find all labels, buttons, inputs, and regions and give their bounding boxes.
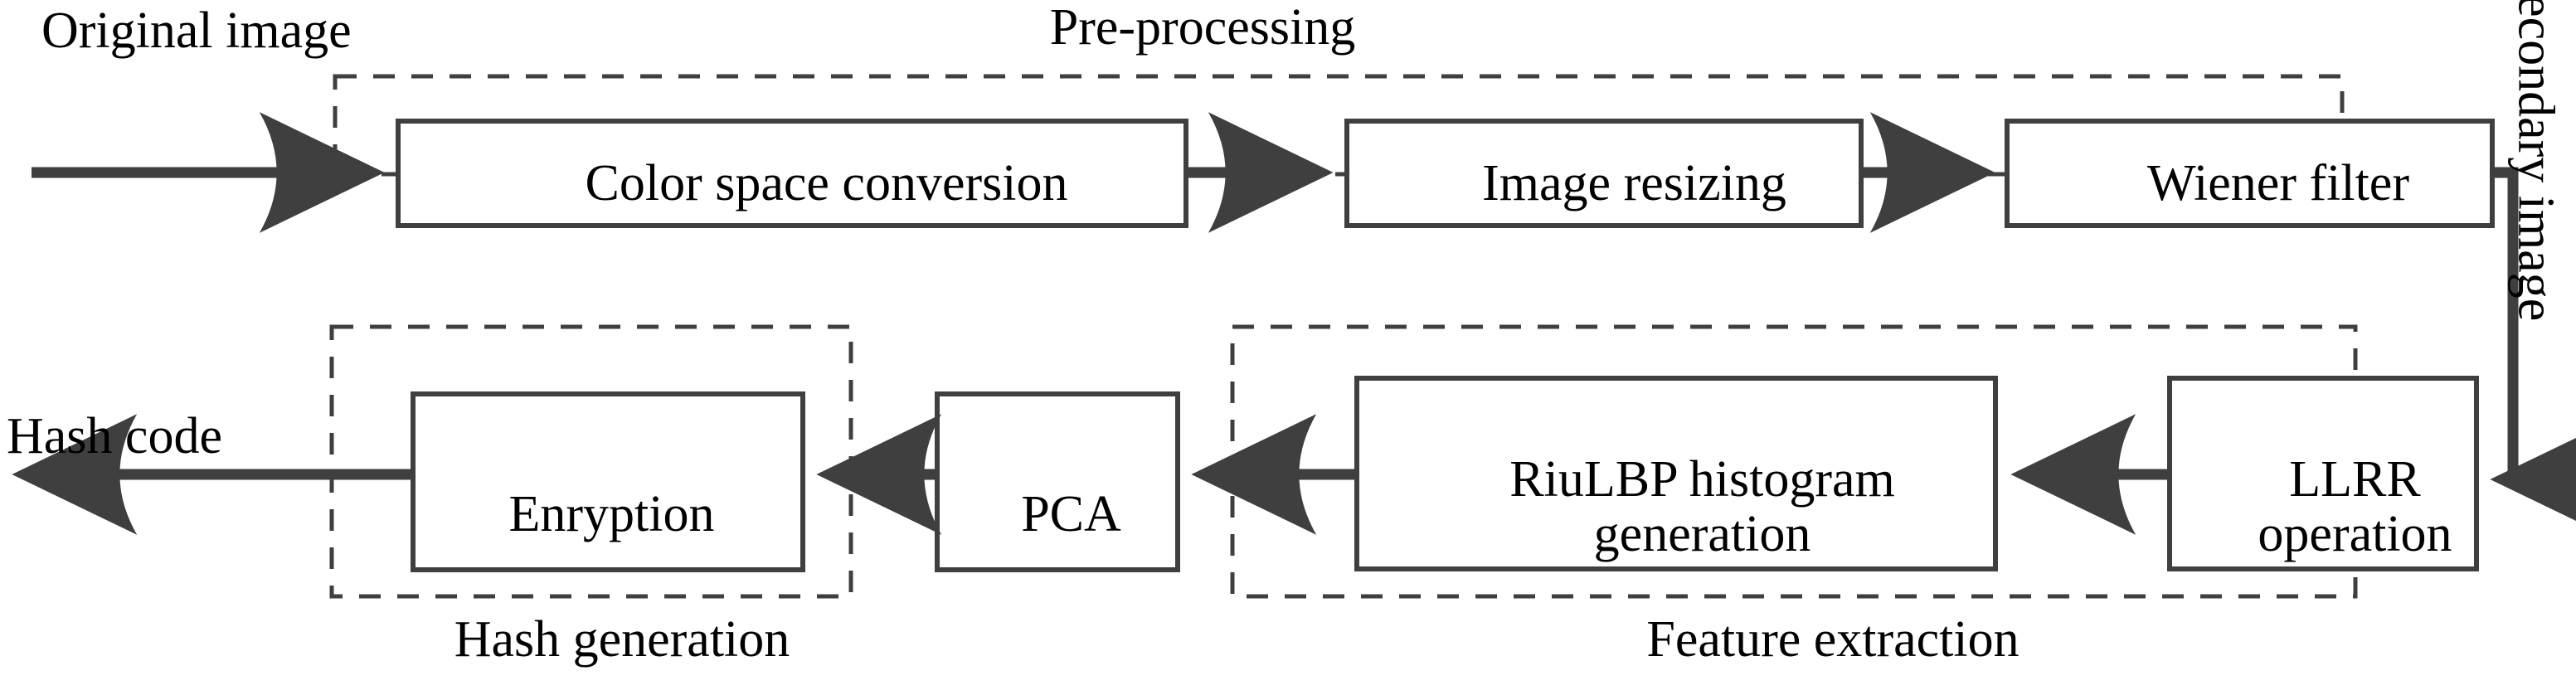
box-pca[interactable]	[935, 391, 1180, 572]
io-label-hash-code: Hash code	[7, 408, 222, 464]
node-label-color-space-conversion: Color space conversion	[585, 155, 1068, 212]
box-image-resizing[interactable]	[1344, 119, 1864, 228]
node-label-enryption: Enryption	[508, 486, 715, 543]
group-label-hash-generation: Hash generation	[454, 611, 790, 668]
box-riulbp-histogram-generation[interactable]	[1354, 376, 1998, 571]
node-label-image-resizing: Image resizing	[1482, 155, 1786, 212]
box-wiener-filter[interactable]	[2005, 119, 2495, 228]
box-llrr-operation[interactable]	[2167, 376, 2479, 571]
io-label-original-image: Original image	[41, 2, 352, 59]
node-label-pca: PCA	[1021, 486, 1121, 543]
connectors	[12, 112, 2576, 540]
box-enryption[interactable]	[411, 391, 805, 572]
group-label-feature-extraction: Feature extraction	[1646, 611, 2019, 668]
edge-wiener-to-llrr	[2490, 167, 2576, 540]
node-label-wiener-filter: Wiener filter	[2147, 155, 2409, 212]
node-label-riulbp-histogram-generation: RiuLBP histogram generation	[1509, 451, 1895, 562]
group-label-pre-processing: Pre-processing	[1049, 0, 1356, 56]
node-label-llrr-operation: LLRR operation	[2258, 451, 2452, 562]
box-color-space-conversion[interactable]	[396, 119, 1188, 228]
